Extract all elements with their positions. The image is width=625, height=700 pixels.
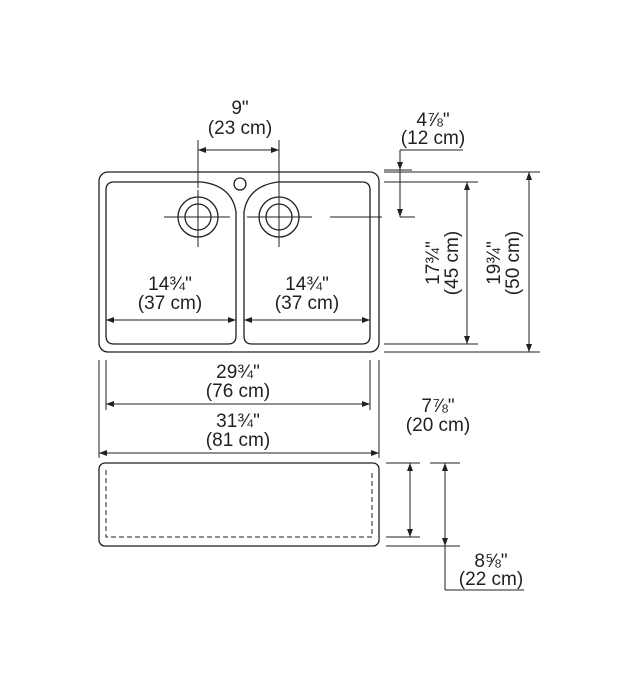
dim-bowl-depth (386, 462, 420, 538)
faucet-hole (233, 177, 247, 191)
label-bowl-depth-metric: (20 cm) (406, 415, 470, 436)
label-inner-width-metric: (76 cm) (206, 381, 270, 402)
sink-front-apron (98, 462, 380, 547)
label-drain-offset-imperial: 4⅞" (416, 110, 449, 131)
label-drain-spacing-imperial: 9" (231, 98, 248, 119)
label-overall-depth-imperial: 19¾" (484, 241, 505, 285)
label-bowl-length-metric: (45 cm) (442, 231, 463, 295)
label-left-bowl-metric: (37 cm) (138, 293, 202, 314)
label-left-bowl-imperial: 14¾" (148, 274, 192, 295)
label-right-bowl-metric: (37 cm) (275, 293, 339, 314)
sink-outer-rim (98, 171, 380, 353)
label-drain-spacing-metric: (23 cm) (208, 118, 272, 139)
sink-front-view (98, 462, 524, 591)
label-overall-height-imperial: 8⅝" (474, 551, 507, 572)
label-drain-offset-metric: (12 cm) (401, 128, 465, 149)
left-drain (164, 190, 230, 247)
dim-drain-offset (330, 149, 463, 218)
label-overall-width-metric: (81 cm) (206, 430, 270, 451)
dim-inner-width (105, 360, 371, 410)
dim-overall-height (386, 462, 524, 591)
sink-top-view (98, 140, 540, 458)
label-bowl-depth-imperial: 7⅞" (421, 396, 454, 417)
dim-left-bowl-width (106, 317, 236, 323)
dim-bowl-length (384, 181, 478, 345)
dim-overall-width (98, 360, 380, 458)
right-bowl-outline (243, 181, 371, 345)
right-drain (247, 186, 312, 247)
dim-overall-depth (384, 171, 540, 353)
label-bowl-length-imperial: 17¾" (423, 241, 444, 285)
label-overall-depth-metric: (50 cm) (503, 231, 524, 295)
left-bowl-outline (105, 181, 237, 345)
label-inner-width-imperial: 29¾" (216, 362, 260, 383)
bowl-hidden-outline (105, 470, 373, 538)
label-right-bowl-imperial: 14¾" (285, 274, 329, 295)
label-overall-height-metric: (22 cm) (459, 569, 523, 590)
label-overall-width-imperial: 31¾" (216, 411, 260, 432)
dim-right-bowl-width (244, 317, 370, 323)
dim-drain-spacing (197, 140, 280, 188)
